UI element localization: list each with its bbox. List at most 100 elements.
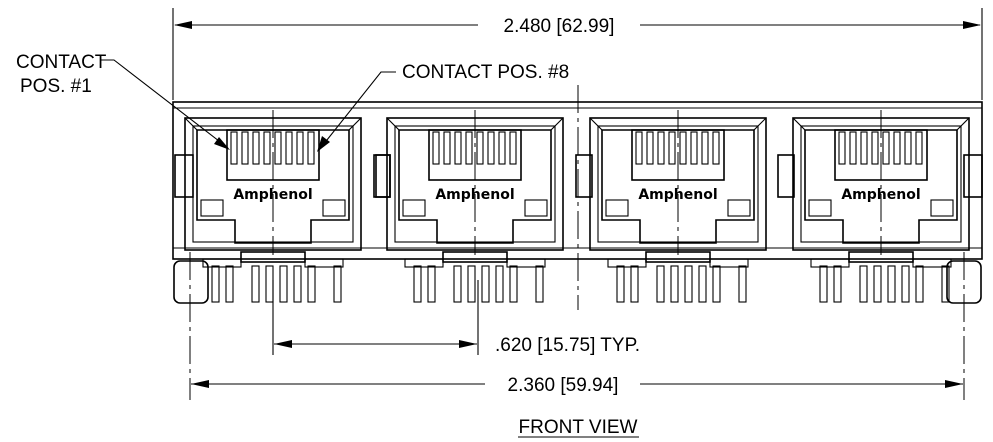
- pin: [333, 265, 342, 303]
- contact-8: [509, 131, 517, 165]
- pin: [738, 265, 747, 303]
- pin: [630, 265, 639, 303]
- bevel-tl: [589, 117, 603, 131]
- contact-3: [252, 131, 260, 165]
- contact-5: [476, 131, 484, 165]
- shelf-right: [709, 258, 749, 268]
- pin-span-arrow-left: [191, 380, 209, 388]
- rj45-port-2: Amphenol: [386, 110, 564, 263]
- shelf-left: [202, 258, 242, 268]
- plug-key: [848, 251, 914, 263]
- pin-group-1: [202, 258, 344, 303]
- latch-recess-right: [524, 199, 548, 217]
- arrowhead-left: [174, 21, 192, 29]
- contact-2: [646, 131, 654, 165]
- pin-group-2: [404, 258, 546, 303]
- pin: [279, 265, 288, 303]
- pin: [684, 265, 693, 303]
- pin: [616, 265, 625, 303]
- bevel-tl: [386, 117, 400, 131]
- bevel-tr: [956, 117, 970, 131]
- arrowhead-right: [963, 21, 981, 29]
- rj45-port-1: Amphenol: [184, 110, 362, 263]
- center-lines: [189, 85, 965, 400]
- pin: [467, 265, 476, 303]
- pin: [265, 265, 274, 303]
- bevel-tl: [184, 117, 198, 131]
- pin: [509, 265, 518, 303]
- contact-8: [712, 131, 720, 165]
- contact-4: [263, 131, 271, 165]
- bevel-tr: [550, 117, 564, 131]
- pin-span-arrow-right: [945, 380, 963, 388]
- contact-8: [915, 131, 923, 165]
- contact-7: [498, 131, 506, 165]
- plug-key: [442, 251, 508, 263]
- pin: [712, 265, 721, 303]
- contact-1: [432, 131, 440, 165]
- pin: [873, 265, 882, 303]
- contact-8: [307, 131, 315, 165]
- pin: [887, 265, 896, 303]
- latch-recess-left: [808, 199, 832, 217]
- plug-key: [240, 251, 306, 263]
- pin: [495, 265, 504, 303]
- pitch-arrow-right: [459, 340, 477, 348]
- pin: [833, 265, 842, 303]
- contact-6: [893, 131, 901, 165]
- pin: [293, 265, 302, 303]
- pin-group-3: [607, 258, 749, 303]
- pin: [670, 265, 679, 303]
- pin-span-dimension: 2.360 [59.94]: [191, 375, 963, 396]
- contact-3: [860, 131, 868, 165]
- pin: [427, 265, 436, 303]
- contact-7: [904, 131, 912, 165]
- side-tab-3-4: [777, 154, 795, 198]
- leader-line-pos-1: [100, 59, 229, 149]
- bevel-tr: [753, 117, 767, 131]
- contact-6: [690, 131, 698, 165]
- shelf-right: [506, 258, 546, 268]
- pin: [698, 265, 707, 303]
- latch-recess-left: [402, 199, 426, 217]
- pin: [211, 265, 220, 303]
- shelf-left: [810, 258, 850, 268]
- pin: [941, 265, 950, 303]
- contact-7: [701, 131, 709, 165]
- mounting-post-left: [173, 260, 209, 304]
- rj45-port-3: Amphenol: [589, 110, 767, 263]
- port-opening: [398, 129, 552, 244]
- contact-5: [274, 131, 282, 165]
- port-brand-label: Amphenol: [841, 187, 920, 203]
- contact-2: [241, 131, 249, 165]
- overall-width-label: 2.480 [62.99]: [504, 16, 615, 37]
- contact-2: [443, 131, 451, 165]
- port-opening: [804, 129, 958, 244]
- port-opening: [601, 129, 755, 244]
- leader-line-pos-8: [318, 71, 396, 151]
- pin: [535, 265, 544, 303]
- pin-group-4: [810, 258, 952, 303]
- connector-pins: [202, 258, 952, 303]
- contact-pos-8-label: CONTACT POS. #8: [402, 62, 569, 83]
- pitch-arrow-left: [274, 340, 292, 348]
- port-brand-label: Amphenol: [435, 187, 514, 203]
- contact-5: [882, 131, 890, 165]
- pin-span-label: 2.360 [59.94]: [508, 375, 619, 396]
- contact-7: [296, 131, 304, 165]
- side-tab-1-2b: [375, 154, 391, 198]
- contact-pos-1-callout: CONTACT POS. #1: [16, 52, 230, 150]
- pin: [413, 265, 422, 303]
- shelf-right: [912, 258, 952, 268]
- overall-width-dimension: 2.480 [62.99]: [172, 8, 983, 100]
- contact-5: [679, 131, 687, 165]
- contact-3: [454, 131, 462, 165]
- pin: [225, 265, 234, 303]
- rj45-port-4: Amphenol: [792, 110, 970, 263]
- pin: [915, 265, 924, 303]
- shelf-left: [607, 258, 647, 268]
- port-pitch-label: .620 [15.75] TYP.: [495, 335, 640, 356]
- port-pitch-dimension: .620 [15.75] TYP.: [272, 280, 640, 356]
